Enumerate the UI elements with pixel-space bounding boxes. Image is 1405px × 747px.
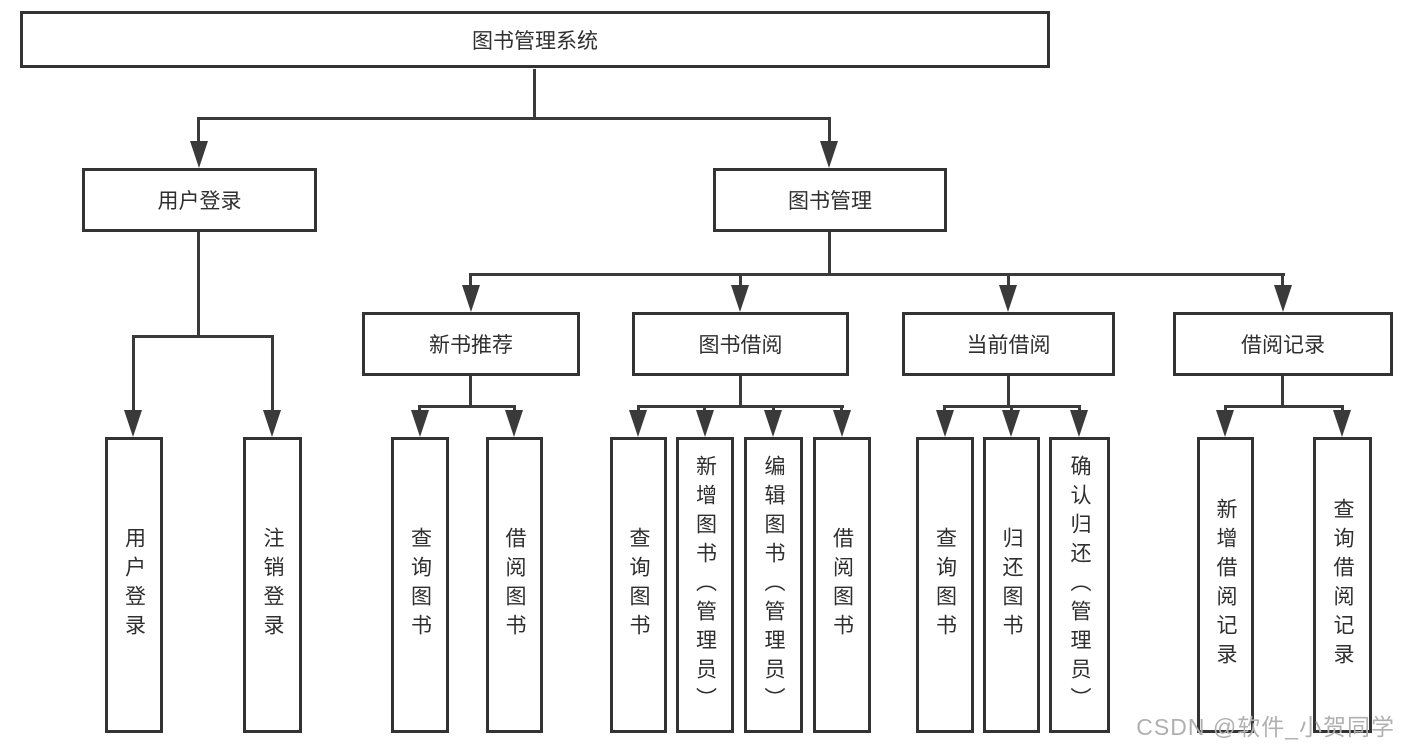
node-label: 图书管理 xyxy=(788,190,872,213)
node-label: 确认归还（管理员） xyxy=(1068,454,1091,716)
node-label: 查询图书 xyxy=(408,527,432,643)
connector-line xyxy=(739,273,742,288)
arrow-down-icon xyxy=(696,410,714,437)
arrow-down-icon xyxy=(1002,410,1020,437)
connector-line xyxy=(1078,405,1081,413)
arrow-down-icon xyxy=(124,410,142,437)
arrow-down-icon xyxy=(1216,410,1234,437)
arrow-down-icon xyxy=(764,410,782,437)
leaf-return-book: 归还图书 xyxy=(983,437,1040,733)
connector-line xyxy=(469,376,472,405)
node-label: 新增借阅记录 xyxy=(1214,498,1237,672)
connector-line xyxy=(739,376,742,405)
arrow-down-icon xyxy=(629,410,647,437)
arrow-down-icon xyxy=(190,141,208,168)
arrow-down-icon xyxy=(936,410,954,437)
node-label: 查询借阅记录 xyxy=(1331,498,1354,672)
leaf-borrow-book: 借阅图书 xyxy=(813,437,871,733)
connector-line xyxy=(533,69,536,117)
arrow-down-icon xyxy=(411,410,429,437)
arrow-down-icon xyxy=(731,285,749,312)
connector-line xyxy=(1224,405,1344,408)
node-label: 借阅记录 xyxy=(1241,334,1325,357)
node-label: 用户登录 xyxy=(122,527,146,643)
arrow-down-icon xyxy=(999,285,1017,312)
leaf-add-record: 新增借阅记录 xyxy=(1197,437,1254,733)
connector-line xyxy=(828,117,831,145)
connector-line xyxy=(1341,405,1344,413)
arrow-down-icon xyxy=(833,410,851,437)
connector-line xyxy=(828,232,831,273)
connector-line xyxy=(197,117,831,120)
leaf-query-book-current: 查询图书 xyxy=(916,437,974,733)
leaf-query-book-borrow: 查询图书 xyxy=(610,437,667,733)
leaf-query-record: 查询借阅记录 xyxy=(1313,437,1372,733)
arrow-down-icon xyxy=(505,410,523,437)
node-label: 新增图书（管理员） xyxy=(693,454,717,716)
leaf-add-book: 新增图书（管理员） xyxy=(676,437,734,733)
connector-line xyxy=(271,335,274,413)
connector-line xyxy=(469,273,472,288)
connector-line xyxy=(197,232,200,335)
leaf-confirm-return: 确认归还（管理员） xyxy=(1049,437,1110,733)
node-user-login: 用户登录 xyxy=(82,168,317,232)
leaf-query-book-rec: 查询图书 xyxy=(391,437,449,733)
connector-line xyxy=(1010,405,1013,413)
node-label: 当前借阅 xyxy=(966,334,1051,357)
node-borrow-records: 借阅记录 xyxy=(1173,312,1393,376)
node-label: 查询图书 xyxy=(627,527,650,643)
connector-line xyxy=(132,335,135,413)
connector-line xyxy=(418,405,516,408)
connector-line xyxy=(513,405,516,413)
node-label: 查询图书 xyxy=(933,527,957,643)
connector-line xyxy=(772,405,775,413)
connector-line xyxy=(418,405,421,413)
connector-line xyxy=(197,117,200,145)
connector-line xyxy=(840,405,843,413)
connector-line xyxy=(1224,405,1227,413)
leaf-user-login: 用户登录 xyxy=(105,437,163,733)
arrow-down-icon xyxy=(820,141,838,168)
node-book-mgmt: 图书管理 xyxy=(713,168,947,232)
node-label: 归还图书 xyxy=(1000,527,1023,643)
node-book-borrow: 图书借阅 xyxy=(632,312,849,376)
node-label: 借阅图书 xyxy=(830,527,854,643)
arrow-down-icon xyxy=(462,285,480,312)
connector-line xyxy=(132,335,274,338)
arrow-down-icon xyxy=(1070,410,1088,437)
connector-line xyxy=(943,405,946,413)
node-new-book-rec: 新书推荐 xyxy=(362,312,580,376)
leaf-logout: 注销登录 xyxy=(243,437,302,733)
connector-line xyxy=(1007,273,1010,288)
arrow-down-icon xyxy=(1333,410,1351,437)
node-label: 借阅图书 xyxy=(503,527,526,643)
connector-line xyxy=(703,405,706,413)
connector-line xyxy=(637,405,640,413)
leaf-edit-book: 编辑图书（管理员） xyxy=(744,437,803,733)
arrow-down-icon xyxy=(263,410,281,437)
node-current-borrow: 当前借阅 xyxy=(902,312,1115,376)
csdn-watermark: CSDN @软件_小贺同学 xyxy=(1136,714,1395,740)
connector-line xyxy=(469,273,1285,276)
node-label: 注销登录 xyxy=(261,527,284,643)
connector-line xyxy=(637,405,844,408)
node-label: 图书借阅 xyxy=(698,334,783,357)
node-label: 新书推荐 xyxy=(429,334,513,357)
node-label: 编辑图书（管理员） xyxy=(762,454,785,716)
node-root: 图书管理系统 xyxy=(20,11,1050,68)
connector-line xyxy=(1007,376,1010,405)
node-label: 用户登录 xyxy=(157,190,242,213)
leaf-borrow-book-rec: 借阅图书 xyxy=(486,437,543,733)
arrow-down-icon xyxy=(1274,285,1292,312)
node-label: 图书管理系统 xyxy=(472,29,598,53)
connector-line xyxy=(1281,376,1284,405)
connector-line xyxy=(1281,273,1284,288)
